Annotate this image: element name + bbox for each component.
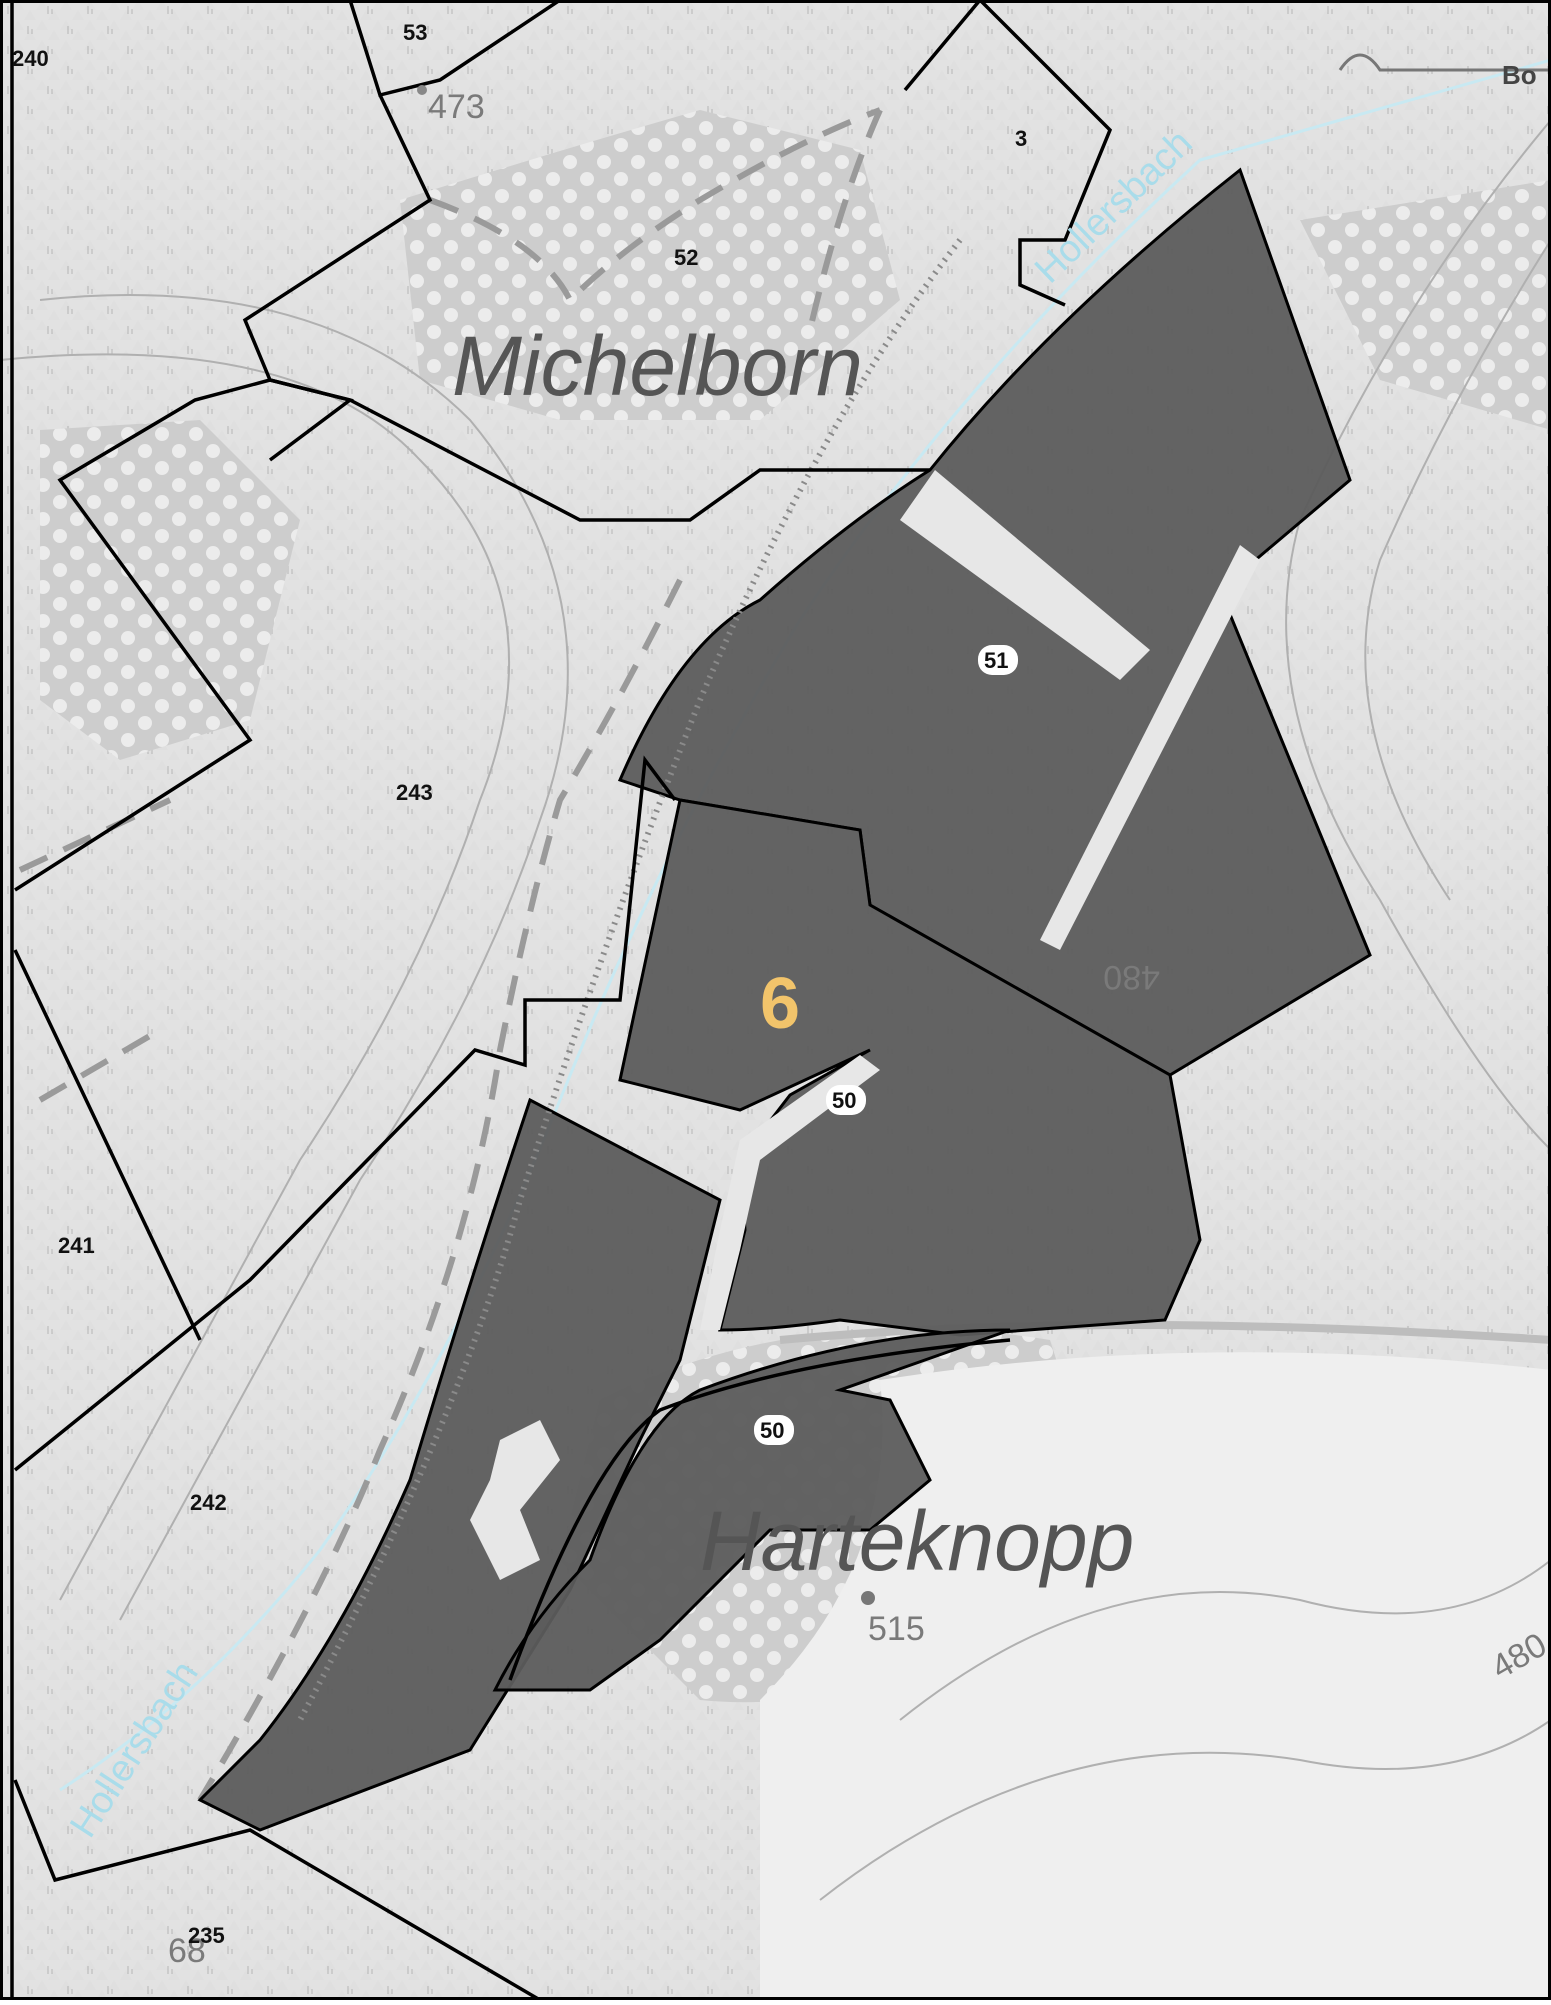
parcel-label-241: 241 bbox=[58, 1233, 95, 1258]
parcel-label-242: 242 bbox=[190, 1490, 227, 1515]
height-480-center: 480 bbox=[1103, 958, 1160, 996]
parcel-label-50a: 50 bbox=[832, 1088, 856, 1113]
road bbox=[779, 1321, 1551, 1344]
clearing-area bbox=[760, 1352, 1551, 2000]
area-number: 6 bbox=[760, 964, 800, 1044]
forest-area-west bbox=[40, 420, 300, 760]
placename-harteknopp: Harteknopp bbox=[700, 1494, 1134, 1588]
stream-line bbox=[59, 58, 1551, 1792]
forest-area-east bbox=[1300, 180, 1551, 430]
parcel-label-235: 235 bbox=[188, 1923, 225, 1948]
height-marker-515 bbox=[861, 1591, 875, 1605]
parcel-label-51-bg bbox=[978, 645, 1018, 675]
parcel-label-50a-bg bbox=[826, 1085, 866, 1115]
parcel-label-50b: 50 bbox=[760, 1418, 784, 1443]
highlighted-parcels bbox=[197, 167, 1372, 1832]
parcel-boundaries bbox=[0, 0, 1113, 2002]
height-bottom: 68 bbox=[168, 1932, 206, 1970]
placename-michelborn: Michelborn bbox=[452, 319, 863, 413]
forest-area-north bbox=[400, 110, 900, 420]
parcel-label-50b-bg bbox=[754, 1415, 794, 1445]
parcel-label-51: 51 bbox=[984, 648, 1008, 673]
parcel-label-52: 52 bbox=[674, 245, 698, 270]
parcel-label-243: 243 bbox=[396, 780, 433, 805]
parcel-label-3: 3 bbox=[1015, 126, 1027, 151]
road-north bbox=[1338, 53, 1551, 72]
dashed-paths bbox=[18, 107, 883, 1802]
clearing-strips bbox=[470, 470, 1260, 1580]
parcel-labels: 240 53 3 52 243 51 50 50 241 242 235 bbox=[12, 20, 1027, 1948]
height-473: 473 bbox=[428, 88, 485, 126]
parcel-label-53: 53 bbox=[403, 20, 427, 45]
height-515: 515 bbox=[868, 1610, 925, 1648]
parcel-label-240: 240 bbox=[12, 46, 49, 71]
height-marker-473 bbox=[417, 85, 427, 95]
road-label: Bo bbox=[1502, 60, 1537, 90]
contour-lines bbox=[0, 119, 1551, 1901]
